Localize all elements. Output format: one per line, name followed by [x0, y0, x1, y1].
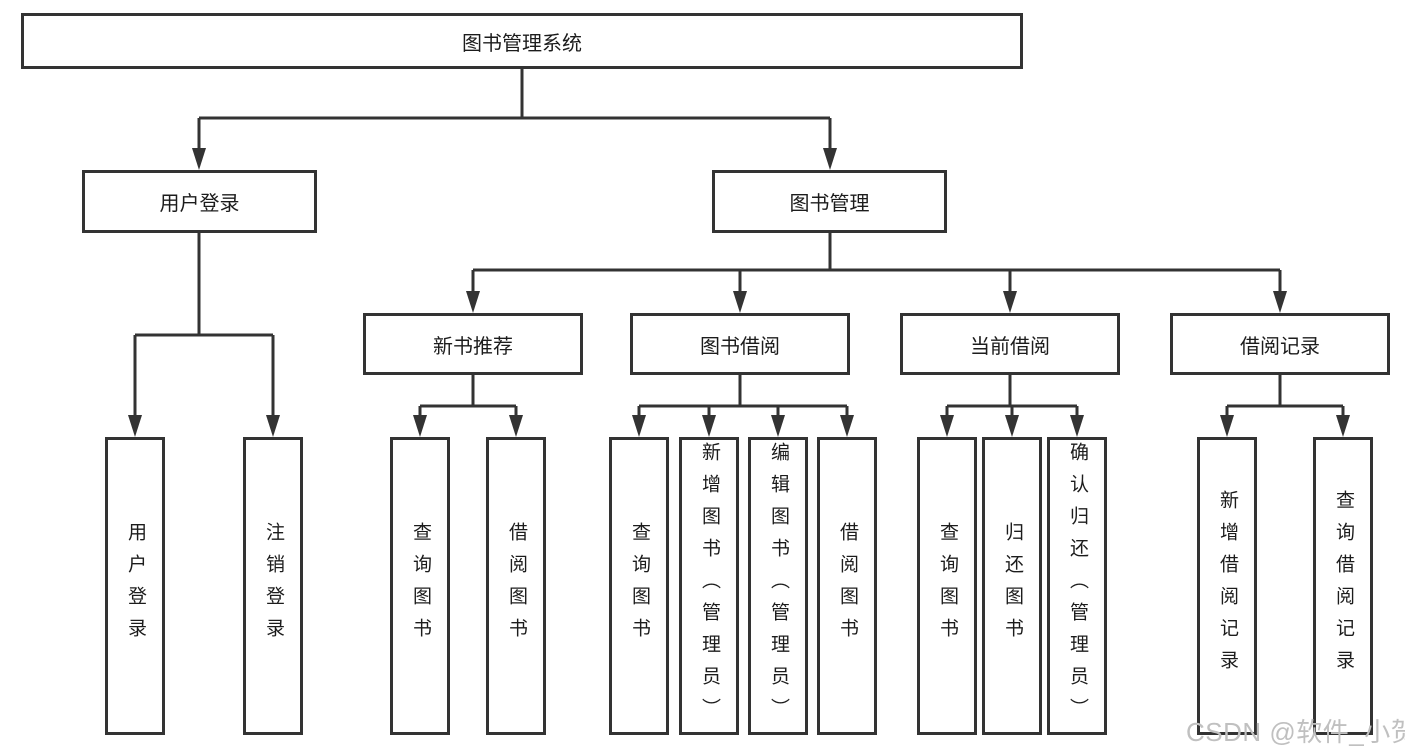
leaf-add-borrow-record: 新增借阅记录: [1197, 437, 1257, 735]
node-book-borrow: 图书借阅: [630, 313, 850, 375]
leaf-edit-books-admin: 编辑图书（管理员）: [748, 437, 808, 735]
connector-borrow-record-children: [1220, 375, 1350, 437]
connector-current-borrow-children: [940, 375, 1084, 437]
node-root-system: 图书管理系统: [21, 13, 1023, 69]
leaf-confirm-return-admin: 确认归还（管理员）: [1047, 437, 1107, 735]
leaf-return-books: 归还图书: [982, 437, 1042, 735]
connector-book-borrow-children: [632, 375, 854, 437]
connector-book-management-children: [466, 233, 1287, 313]
node-new-book-recommend: 新书推荐: [363, 313, 583, 375]
node-user-login: 用户登录: [82, 170, 317, 233]
leaf-user-login: 用户登录: [105, 437, 165, 735]
leaf-logout-login: 注销登录: [243, 437, 303, 735]
leaf-query-books-recommend: 查询图书: [390, 437, 450, 735]
leaf-add-books-admin: 新增图书（管理员）: [679, 437, 739, 735]
connector-user-login-children: [128, 233, 280, 437]
leaf-query-books-borrow: 查询图书: [609, 437, 669, 735]
node-current-borrow: 当前借阅: [900, 313, 1120, 375]
leaf-query-borrow-record: 查询借阅记录: [1313, 437, 1373, 735]
connector-root-to-level2: [192, 66, 837, 170]
node-book-management: 图书管理: [712, 170, 947, 233]
leaf-borrow-books-recommend: 借阅图书: [486, 437, 546, 735]
csdn-watermark: CSDN @软件_小贺同学: [1186, 717, 1405, 747]
connector-new-book-children: [413, 375, 523, 437]
node-borrow-records: 借阅记录: [1170, 313, 1390, 375]
leaf-borrow-books-borrow: 借阅图书: [817, 437, 877, 735]
leaf-query-books-current: 查询图书: [917, 437, 977, 735]
